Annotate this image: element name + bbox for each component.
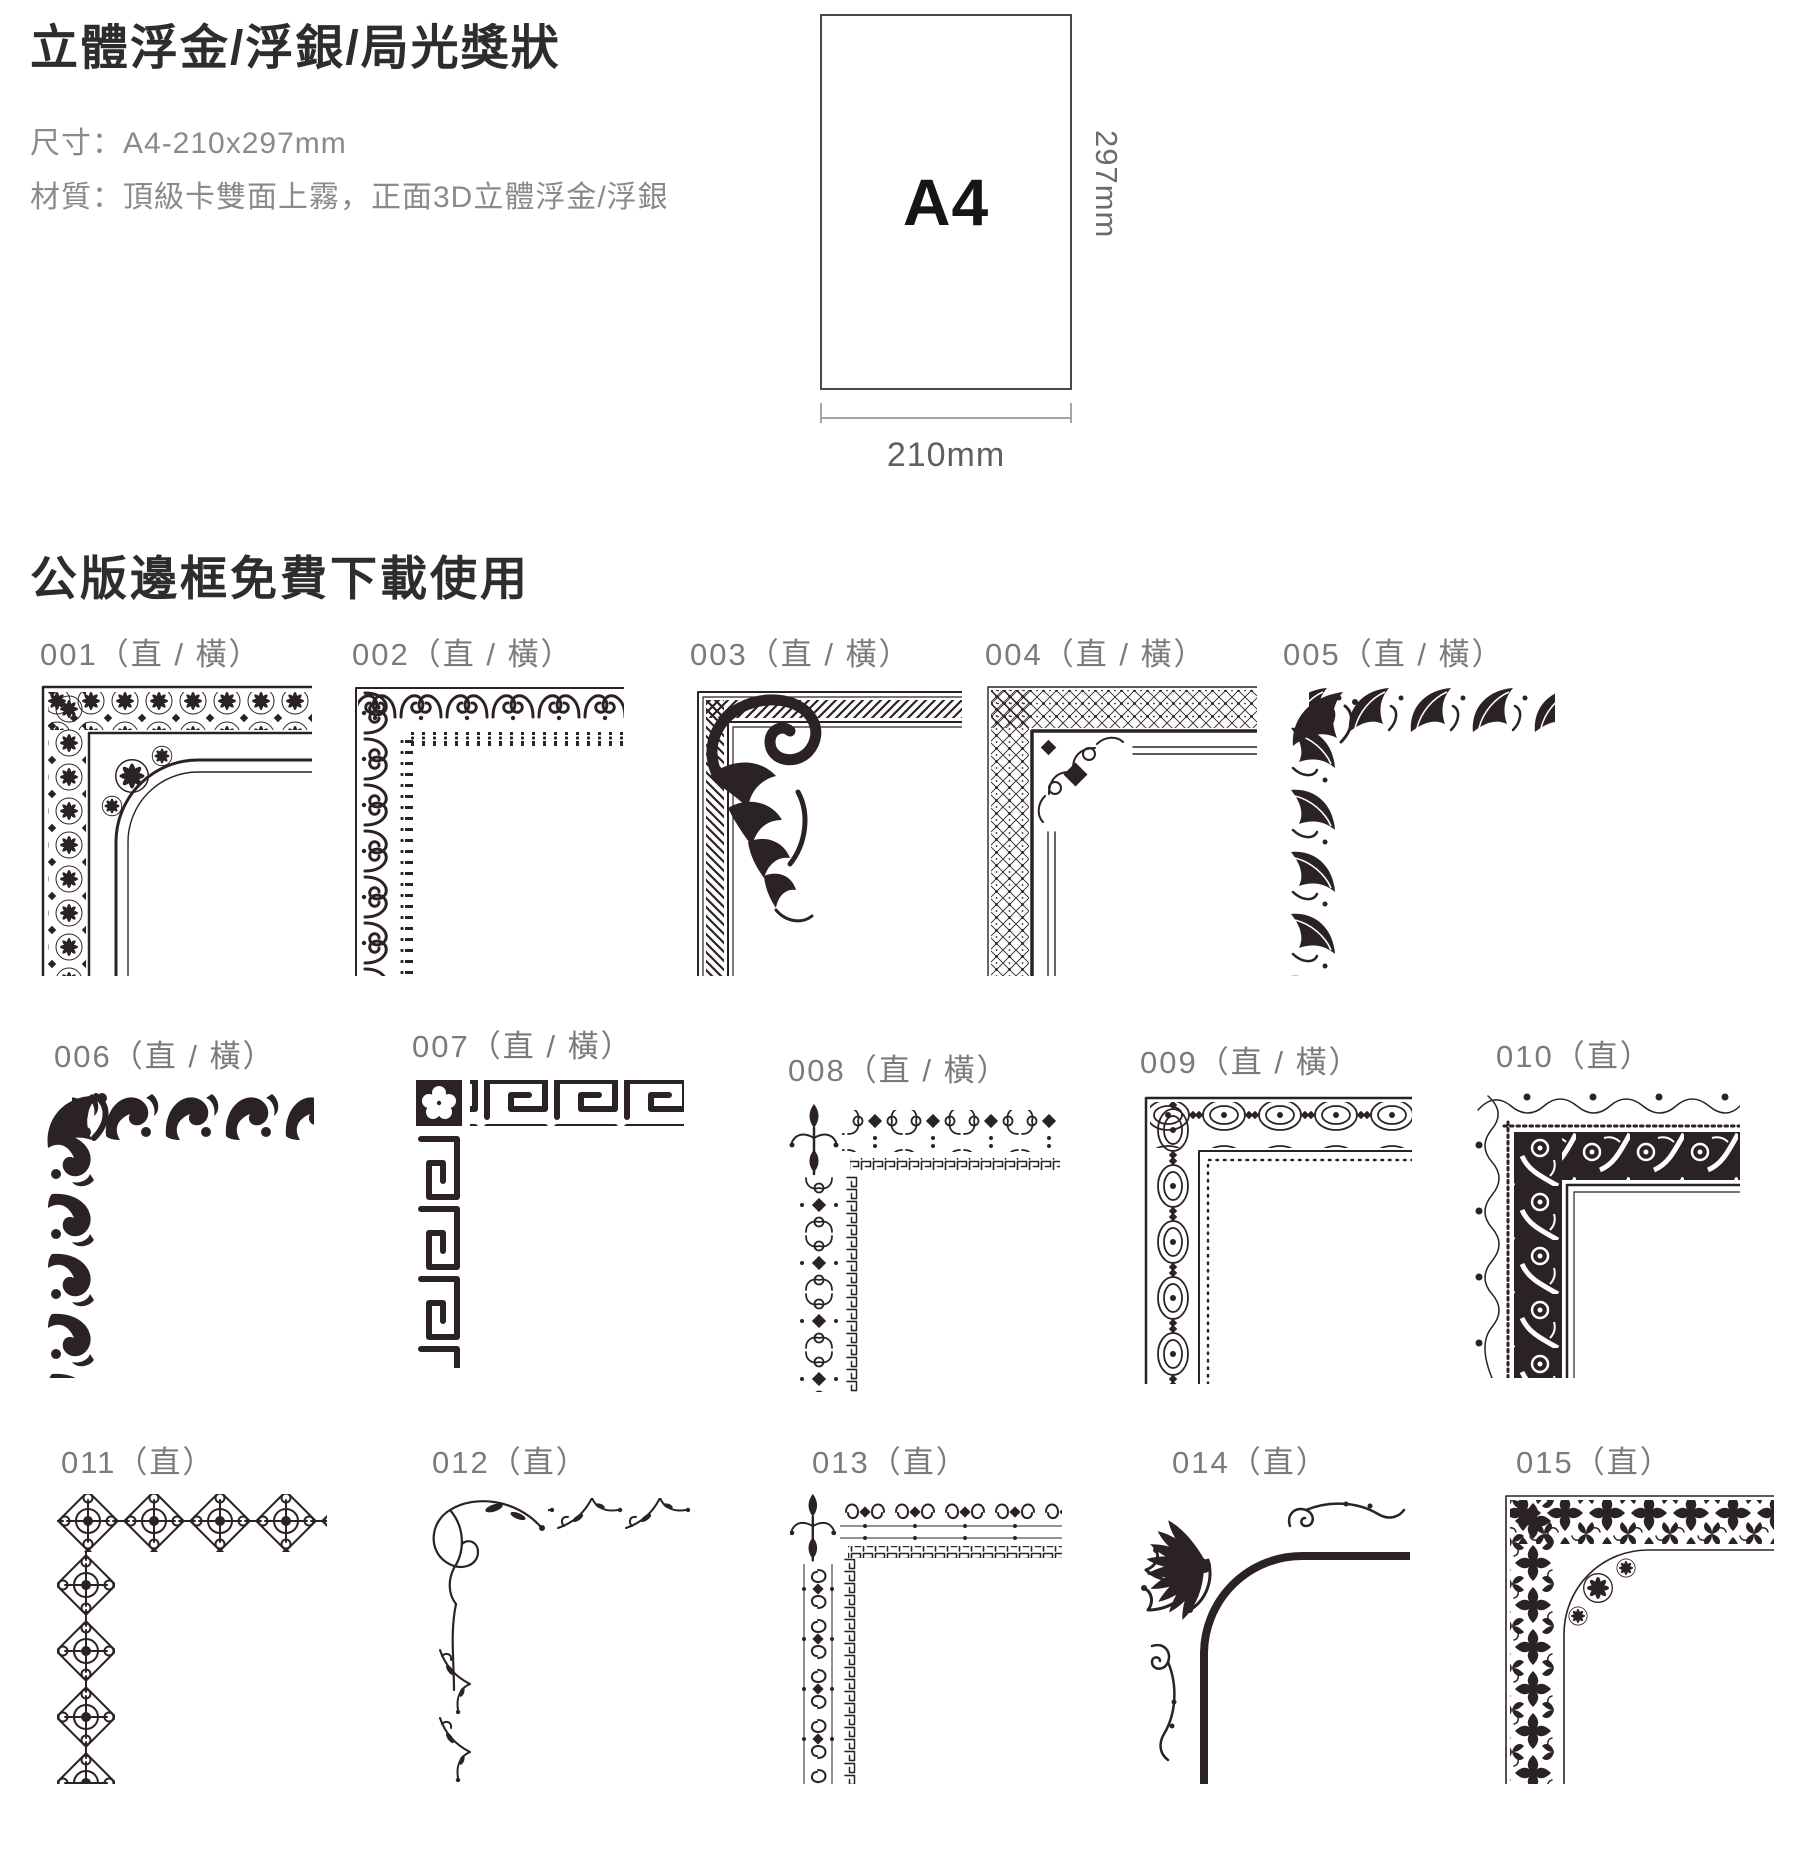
- border-label: 009（直 / 橫）: [1140, 1045, 1362, 1080]
- border-label: 013（直）: [812, 1445, 969, 1480]
- border-item-009: 009（直 / 橫）: [1140, 1044, 1422, 1384]
- page-title: 立體浮金/浮銀/局光獎狀: [30, 22, 561, 75]
- a4-paper-label: A4: [902, 165, 990, 239]
- border-label: 002（直 / 橫）: [352, 637, 574, 672]
- border-006-preview: [46, 1090, 314, 1378]
- border-007-preview: [416, 1080, 684, 1368]
- border-item-005: 005（直 / 橫）: [1283, 636, 1565, 976]
- border-item-015: 015（直）: [1502, 1444, 1784, 1784]
- border-item-004: 004（直 / 橫）: [985, 636, 1267, 976]
- border-label: 005（直 / 橫）: [1283, 637, 1505, 672]
- border-015-preview: [1505, 1495, 1774, 1784]
- material-spec: 材質：頂級卡雙面上霧，正面3D立體浮金/浮銀: [30, 181, 669, 214]
- size-spec: 尺寸：A4-210x297mm: [30, 127, 347, 160]
- border-item-007: 007（直 / 橫）: [412, 1028, 694, 1368]
- border-item-008: 008（直 / 橫）: [788, 1052, 1070, 1392]
- border-label: 001（直 / 橫）: [40, 637, 262, 672]
- width-dimension-label: 210mm: [886, 436, 1006, 474]
- border-label: 011（直）: [61, 1445, 216, 1480]
- border-item-011: 011（直）: [55, 1444, 337, 1784]
- border-label: 007（直 / 橫）: [412, 1029, 634, 1064]
- border-008-preview: [788, 1102, 1060, 1392]
- border-label: 004（直 / 橫）: [985, 637, 1207, 672]
- border-label: 012（直）: [432, 1445, 589, 1480]
- border-item-003: 003（直 / 橫）: [690, 636, 972, 976]
- border-011-preview: [57, 1494, 327, 1784]
- border-item-001: 001（直 / 橫）: [40, 636, 322, 976]
- border-014-preview: [1141, 1500, 1410, 1784]
- width-bracket-right-tick: [1070, 403, 1072, 423]
- border-label: 003（直 / 橫）: [690, 637, 912, 672]
- border-item-013: 013（直）: [790, 1444, 1072, 1784]
- border-label: 010（直）: [1496, 1039, 1653, 1074]
- border-002-preview: [355, 687, 624, 976]
- border-003-preview: [697, 691, 962, 976]
- border-005-preview: [1285, 686, 1555, 976]
- border-item-006: 006（直 / 橫）: [42, 1038, 324, 1378]
- border-013-preview: [790, 1492, 1062, 1784]
- height-dimension-label: 297mm: [1089, 130, 1124, 239]
- border-item-014: 014（直）: [1138, 1444, 1420, 1784]
- border-label: 015（直）: [1516, 1445, 1673, 1480]
- border-009-preview: [1144, 1096, 1412, 1384]
- border-001-preview: [41, 685, 312, 976]
- width-bracket-bar: [820, 417, 1072, 419]
- border-item-010: 010（直）: [1468, 1038, 1750, 1378]
- border-012-preview: [432, 1498, 692, 1784]
- border-label: 008（直 / 橫）: [788, 1053, 1010, 1088]
- border-004-preview: [987, 686, 1257, 976]
- a4-paper-diagram: A4: [820, 14, 1072, 390]
- width-bracket-left-tick: [820, 403, 822, 423]
- border-label: 006（直 / 橫）: [54, 1039, 276, 1074]
- border-item-012: 012（直）: [420, 1444, 702, 1784]
- border-010-preview: [1475, 1093, 1740, 1378]
- border-item-002: 002（直 / 橫）: [352, 636, 634, 976]
- section-title: 公版邊框免費下載使用: [30, 552, 530, 605]
- border-label: 014（直）: [1172, 1445, 1329, 1480]
